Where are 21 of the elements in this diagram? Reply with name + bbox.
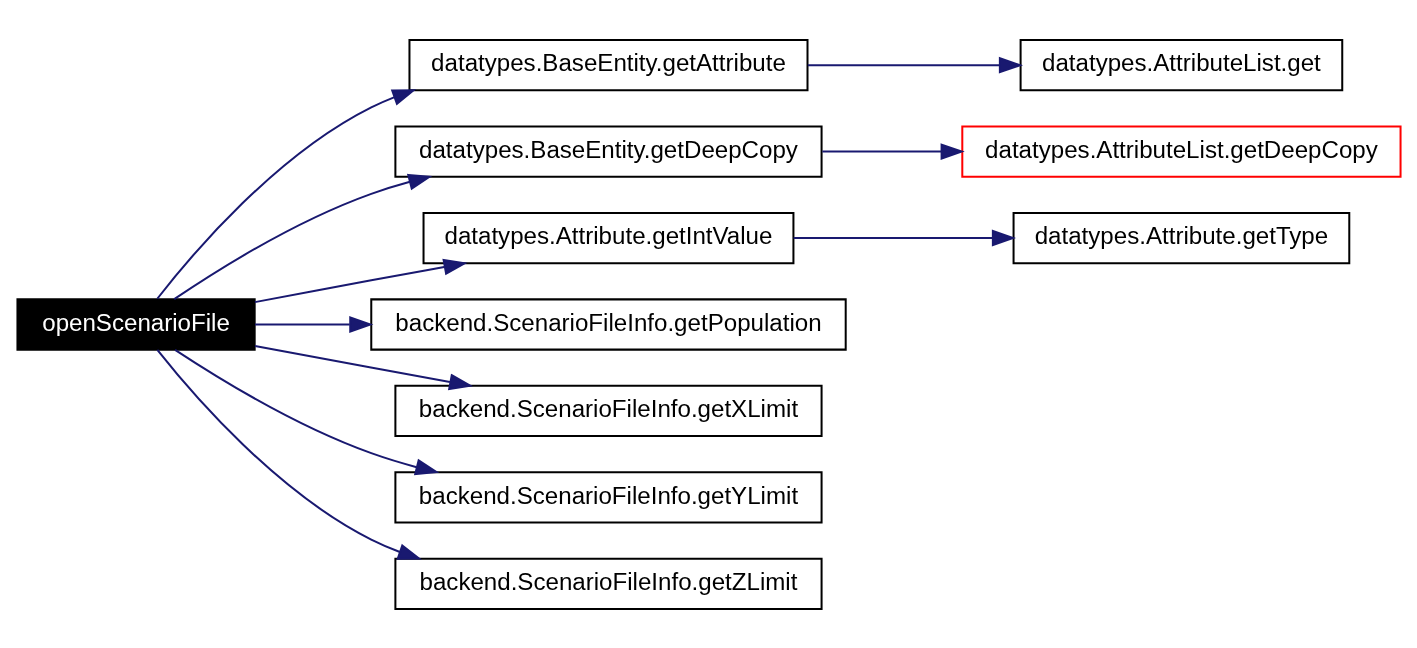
- arrow: [821, 142, 965, 160]
- node-box: backend.ScenarioFileInfo.getZLimit: [393, 557, 823, 610]
- node-box: datatypes.Attribute.getIntValue: [422, 211, 794, 264]
- node-box: backend.ScenarioFileInfo.getXLimit: [393, 384, 823, 437]
- arrow: [254, 315, 373, 333]
- arrow: [156, 348, 422, 560]
- node-box: openScenarioFile: [15, 297, 256, 351]
- arrow: [807, 56, 1023, 74]
- node-box: datatypes.BaseEntity.getAttribute: [407, 38, 808, 91]
- arrow: [254, 344, 473, 390]
- node-box: backend.ScenarioFileInfo.getPopulation: [369, 297, 847, 351]
- node-box: backend.ScenarioFileInfo.getYLimit: [393, 470, 823, 524]
- node-box: datatypes.AttributeList.getDeepCopy: [960, 124, 1402, 178]
- arrow: [254, 258, 468, 303]
- arrow: [173, 173, 432, 300]
- arrow: [793, 229, 1016, 246]
- arrow: [156, 88, 416, 299]
- arrow: [174, 348, 439, 475]
- node-box: datatypes.BaseEntity.getDeepCopy: [393, 124, 823, 178]
- node-box: datatypes.Attribute.getType: [1012, 211, 1350, 264]
- node-box: datatypes.AttributeList.get: [1019, 38, 1343, 91]
